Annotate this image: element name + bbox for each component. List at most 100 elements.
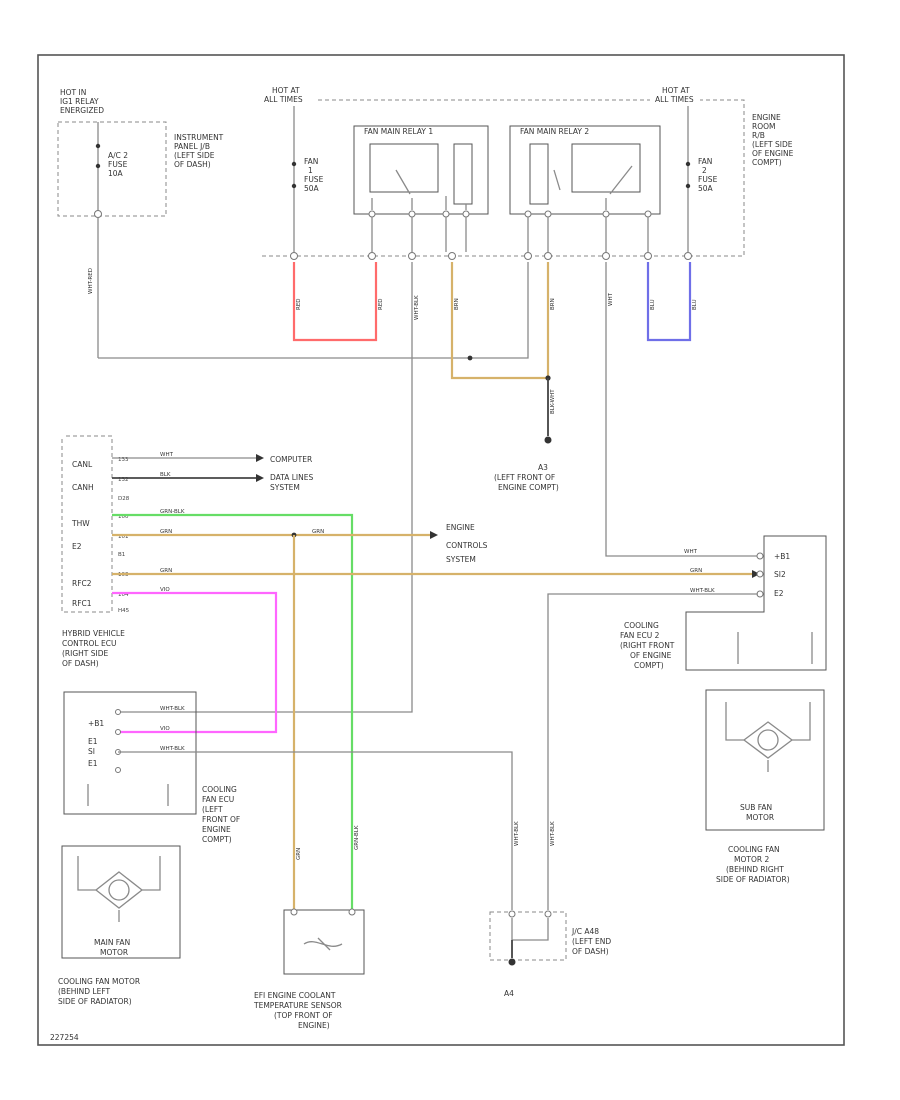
main-fan-label-2: MOTOR xyxy=(100,948,128,957)
ecu1-label-3: (LEFT xyxy=(202,805,223,814)
hv-num-6: B1 xyxy=(118,552,125,558)
ground-wire-label: BLK-WHT xyxy=(550,389,556,414)
brn-label-b: BRN xyxy=(550,298,556,310)
hv-pin-thw: THW xyxy=(71,519,90,528)
coolant-temp-sensor: EFI ENGINE COOLANT TEMPERATURE SENSOR (T… xyxy=(253,908,365,1030)
fan-main-relay-1 xyxy=(353,125,489,215)
hv-num-2: 132 xyxy=(118,477,129,483)
hot-ig-label-3: ENERGIZED xyxy=(60,106,104,115)
rfc1-magenta-wire xyxy=(112,591,278,734)
fuse-ac-2: FUSE xyxy=(108,160,128,169)
ip-jb-label-1: INSTRUMENT xyxy=(174,133,224,142)
ecu1-ground-wire xyxy=(118,751,513,910)
hv-label-2: CONTROL ECU xyxy=(62,639,116,648)
ecu2-feed-label: WHT xyxy=(684,549,698,555)
ecu2-label-4: OF ENGINE xyxy=(630,651,672,660)
rfc1-wire-label: VIO xyxy=(160,587,170,593)
ecu2-label-2: FAN ECU 2 xyxy=(620,631,660,640)
hot-ig-label-1: HOT IN xyxy=(60,88,86,97)
blue-wire-loop xyxy=(646,262,692,342)
fuse-fan1-2: 1 xyxy=(308,166,313,175)
relay2-wire-label: WHT xyxy=(608,292,614,306)
computer-data-2: DATA LINES xyxy=(270,473,313,482)
fan-motor1-1: COOLING FAN MOTOR xyxy=(58,977,140,986)
diagram-frame xyxy=(37,54,845,1046)
yellow-ground-wire xyxy=(450,262,550,380)
brn-label-a: BRN xyxy=(454,298,460,310)
hv-num-1: 133 xyxy=(118,457,129,463)
hot-all-2-b: ALL TIMES xyxy=(655,95,694,104)
hv-pin-canh: CANH xyxy=(72,483,94,492)
jc-label-2: (LEFT END xyxy=(572,937,611,946)
hot-ig-label-2: IG1 RELAY xyxy=(60,97,99,106)
instrument-panel-jb: HOT IN IG1 RELAY ENERGIZED A/C 2 FUSE 10… xyxy=(57,88,224,358)
red-wire-loop xyxy=(292,262,378,342)
jc-label-3: OF DASH) xyxy=(572,947,609,956)
ecu2-label-3: (RIGHT FRONT xyxy=(620,641,675,650)
ecu1-label-6: COMPT) xyxy=(202,835,232,844)
relay2-label: FAN MAIN RELAY 2 xyxy=(520,127,589,136)
ecu2-label-1: COOLING xyxy=(624,621,659,630)
sub-fan-label-2: MOTOR xyxy=(746,813,774,822)
ecu1-pin-e1: E1 xyxy=(88,737,98,746)
relay1-label: FAN MAIN RELAY 1 xyxy=(364,127,433,136)
fan-motor1-3: SIDE OF RADIATOR) xyxy=(58,997,132,1006)
hot-all-1-a: HOT AT xyxy=(272,86,300,95)
hv-num-8: 104 xyxy=(118,592,129,598)
hv-label-1: HYBRID VEHICLE xyxy=(62,629,125,638)
e2-wire-label: GRN xyxy=(160,529,172,535)
fuse-ac-1: A/C 2 xyxy=(108,151,128,160)
blu-label-b: BLU xyxy=(692,299,698,310)
hv-pin-e2: E2 xyxy=(72,542,82,551)
fuse-ac-3: 10A xyxy=(108,169,124,178)
thw-green-wire xyxy=(112,513,354,910)
hv-pin-rfc2: RFC2 xyxy=(72,579,92,588)
ecu2-label-5: COMPT) xyxy=(634,661,664,670)
thw-wire-label: GRN-BLK xyxy=(160,509,185,515)
fan-motor2-4: SIDE OF RADIATOR) xyxy=(716,875,790,884)
sensor-label-2: TEMPERATURE SENSOR xyxy=(253,1001,342,1010)
fuse-fan1-1: FAN xyxy=(304,157,318,166)
fuse-fan2-4: 50A xyxy=(698,184,714,193)
wire-label-ip: WHT-RED xyxy=(88,268,94,294)
er-rb-2: ROOM xyxy=(752,122,776,131)
ecu1-label-4: FRONT OF xyxy=(202,815,240,824)
hv-num-9: H45 xyxy=(118,608,130,614)
jc-label-1: J/C A48 xyxy=(571,927,599,936)
ecu2-pin-si2: SI2 xyxy=(774,570,786,579)
sensor-label-3: (TOP FRONT OF xyxy=(274,1011,333,1020)
engine-controls-2: CONTROLS xyxy=(446,541,488,550)
ip-jb-label-4: OF DASH) xyxy=(174,160,211,169)
ecu2-pin-e2: E2 xyxy=(774,589,784,598)
ecu1-label-2: FAN ECU xyxy=(202,795,234,804)
ground-a3-3: ENGINE COMPT) xyxy=(498,483,559,492)
fan-main-relay-2 xyxy=(509,125,661,215)
fuse-fan1-3: FUSE xyxy=(304,175,324,184)
diagram-id: 227254 xyxy=(50,1033,79,1042)
thw-wire-label-v: GRN-BLK xyxy=(354,825,360,850)
sub-fan-motor: SUB FAN MOTOR COOLING FAN MOTOR 2 (BEHIN… xyxy=(705,689,825,884)
ip-jb-outline xyxy=(57,121,167,217)
ip-jb-label-2: PANEL J/B xyxy=(174,142,210,151)
fuse-fan1-4: 50A xyxy=(304,184,320,193)
hv-num-3: D28 xyxy=(118,496,130,502)
er-rb-5: OF ENGINE xyxy=(752,149,794,158)
e2-wire-label-2: GRN xyxy=(312,529,324,535)
e2-sensor-label: GRN xyxy=(296,848,302,860)
cooling-fan-ecu-2: +B1 SI2 E2 COOLING FAN ECU 2 (RIGHT FRON… xyxy=(620,535,827,671)
hv-num-5: 101 xyxy=(118,534,129,540)
main-fan-motor: MAIN FAN MOTOR COOLING FAN MOTOR (BEHIND… xyxy=(58,845,181,1006)
ig-feed-wire xyxy=(98,262,529,359)
computer-data-1: COMPUTER xyxy=(270,455,312,464)
ip-jb-label-3: (LEFT SIDE xyxy=(174,151,215,160)
ground-a4-symbol xyxy=(508,958,516,966)
canh-wire-label: BLK xyxy=(160,472,171,478)
engine-controls-1: ENGINE xyxy=(446,523,475,532)
relay1-to-ecu1-wire xyxy=(118,262,413,713)
hot-all-1-b: ALL TIMES xyxy=(264,95,303,104)
er-rb-6: COMPT) xyxy=(752,158,782,167)
computer-data-3: SYSTEM xyxy=(270,483,300,492)
blu-label-a: BLU xyxy=(650,299,656,310)
canl-wire-label: WHT xyxy=(160,452,174,458)
red-label-a: RED xyxy=(296,298,302,310)
